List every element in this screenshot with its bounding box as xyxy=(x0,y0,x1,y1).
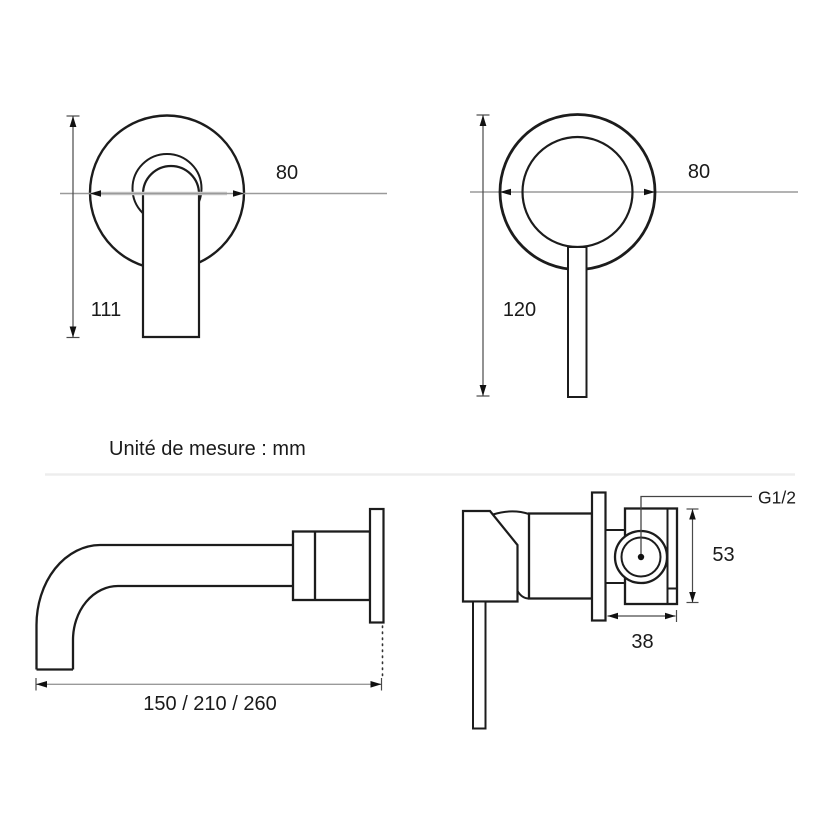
thread-leader-line xyxy=(640,495,752,554)
spout-reach-arrow-right xyxy=(370,681,382,688)
mixer-height-label: 120 xyxy=(503,299,536,321)
spout-reach-arrow-left xyxy=(36,681,47,688)
view-valve-side: G1/2 53 38 xyxy=(461,488,796,730)
mixer-height-arrow-top xyxy=(479,115,487,126)
spout-inner-profile xyxy=(71,584,293,670)
valve-height-arrow-bottom xyxy=(689,592,696,603)
mixer-lever-handle xyxy=(567,246,588,398)
plate-lever-handle xyxy=(141,164,201,339)
mixer-diameter-label: 80 xyxy=(688,161,710,183)
view-plate-front: 80 111 xyxy=(60,114,387,339)
spout-wall-flange xyxy=(368,507,385,624)
spout-outer-profile xyxy=(35,543,293,670)
plate-diameter-arrow-right xyxy=(233,190,244,197)
spout-mounting-body xyxy=(291,530,372,602)
valve-neck-top-curve xyxy=(492,510,530,516)
plate-diameter-arrow-left xyxy=(90,190,101,197)
valve-depth-arrow-right xyxy=(665,612,676,620)
valve-depth-arrow-left xyxy=(607,612,618,620)
plate-height-label: 111 xyxy=(91,299,121,321)
valve-depth-label: 38 xyxy=(631,631,653,653)
thread-size-label: G1/2 xyxy=(758,488,796,508)
valve-wall-flange xyxy=(590,491,607,622)
view-spout-side: 150 / 210 / 260 xyxy=(35,507,385,715)
valve-height-arrow-top xyxy=(689,509,696,520)
mixer-height-arrow-bottom xyxy=(479,385,487,396)
mixer-diameter-arrow-right xyxy=(644,188,655,196)
plate-height-arrow-top xyxy=(69,116,77,127)
unit-of-measure-note: Unité de mesure : mm xyxy=(109,438,306,460)
plate-diameter-label: 80 xyxy=(276,162,298,184)
valve-neck-bottom-curve xyxy=(516,590,530,600)
spout-reach-label: 150 / 210 / 260 xyxy=(143,693,276,715)
inlet-port-center-dot xyxy=(637,553,645,561)
valve-height-label: 53 xyxy=(712,544,734,566)
mixer-diameter-arrow-left xyxy=(500,188,511,196)
valve-handle-knob xyxy=(461,509,519,603)
valve-lever-rod xyxy=(472,600,487,730)
view-mixer-front: 80 120 xyxy=(470,113,798,398)
plate-height-arrow-bottom xyxy=(69,326,77,338)
valve-cartridge-body xyxy=(527,512,594,600)
